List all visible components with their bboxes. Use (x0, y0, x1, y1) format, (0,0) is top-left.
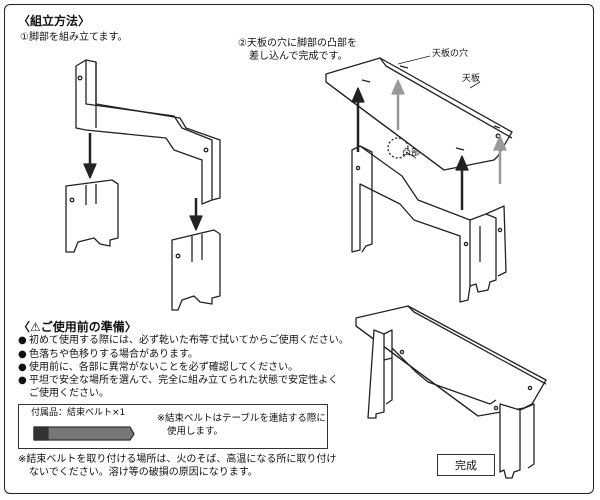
arrow-up-left (352, 88, 364, 152)
precaution-item: ●色落ちや色移りする場合があります。 (18, 349, 198, 362)
accessory-note-line2: 使用します。 (167, 426, 223, 438)
precautions-title: 〈⚠ご使用前の準備〉 (18, 320, 137, 335)
completed-label: 完成 (437, 454, 495, 476)
completed-table (356, 306, 546, 478)
warning-line1: ※結束ベルトを取り付ける場所は、火のそば、高温になる所に取り付け (18, 454, 336, 467)
right-leg-piece (172, 230, 220, 310)
warning-line2: ないでください。溶け等の破損の原因になります。 (29, 467, 258, 480)
precaution-item: ●使用前に、各部に異常がないことを必ず確認してください。 (18, 362, 298, 375)
precaution-item: ●平坦で安全な場所を選んで、完全に組み立てられた状態で安定性よく (18, 375, 338, 388)
assembled-legs (352, 146, 506, 302)
arrow-down-1 (84, 133, 96, 178)
accessory-note-line1: ※結束ベルトはテーブルを連結する際に (157, 413, 326, 425)
precaution-item-continued: ご使用ください。 (29, 388, 109, 401)
accessory-box: 付属品：結束ベルト×1 ※結束ベルトはテーブルを連結する際に 使用します。 (18, 404, 328, 449)
arrow-down-2 (190, 198, 202, 230)
accessory-label: 付属品：結束ベルト×1 (31, 408, 125, 419)
left-leg-piece (66, 180, 118, 252)
precaution-item: ●初めて使用する際には、必ず乾いた布等で拭いてからご使用ください。 (18, 335, 349, 348)
